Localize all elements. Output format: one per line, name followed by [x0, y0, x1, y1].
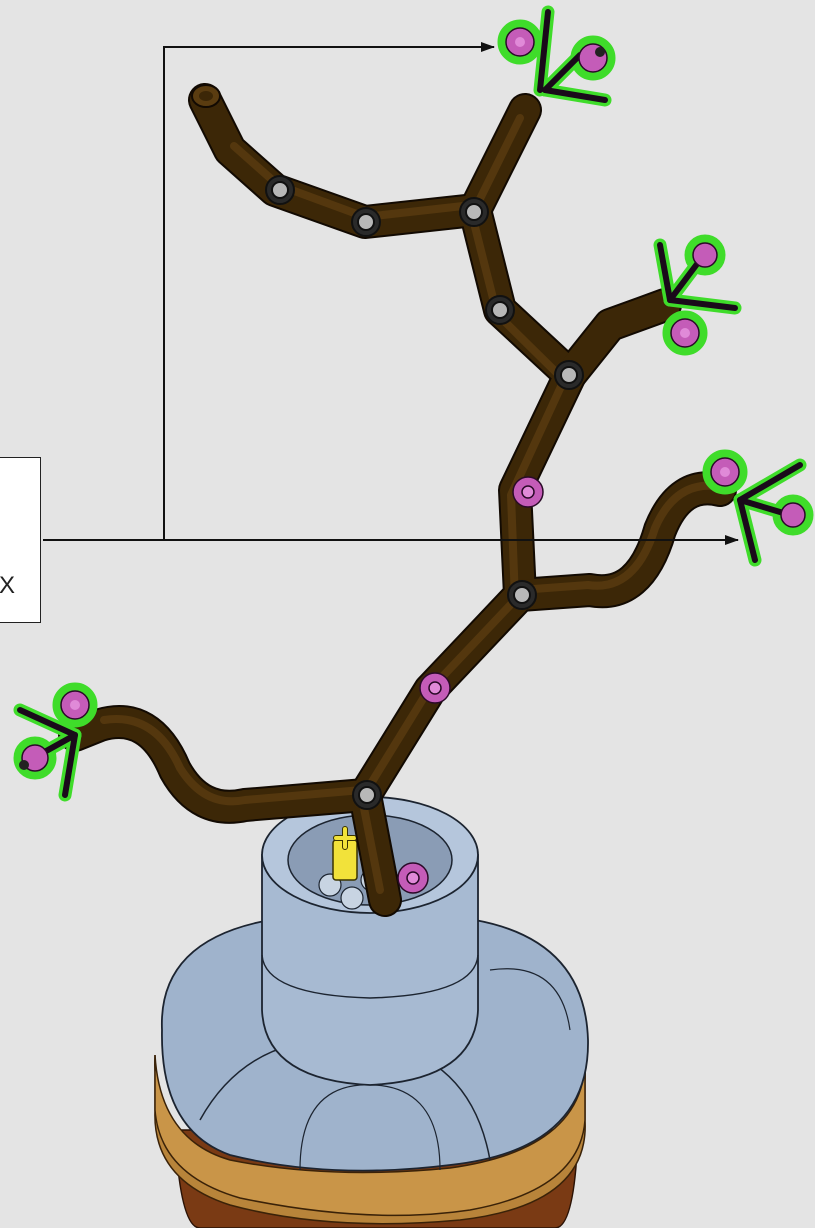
callout-box: X: [0, 457, 41, 623]
arrow-to-top-cluster: [43, 42, 495, 541]
branch-joints: [265, 175, 584, 810]
flower-cluster-top: [497, 5, 616, 107]
tree-branches: [58, 83, 737, 917]
flower-cluster-right-upper: [653, 234, 742, 356]
callout-arrows: [43, 42, 739, 545]
branch-flowers: [397, 476, 544, 894]
flower-cluster-left: [13, 682, 98, 802]
pot-neck: [261, 854, 479, 1086]
quantity-multiplier: X: [0, 572, 16, 599]
flower-cluster-right-lower: [702, 449, 814, 567]
pot-rim-band-top: [154, 1054, 586, 1217]
